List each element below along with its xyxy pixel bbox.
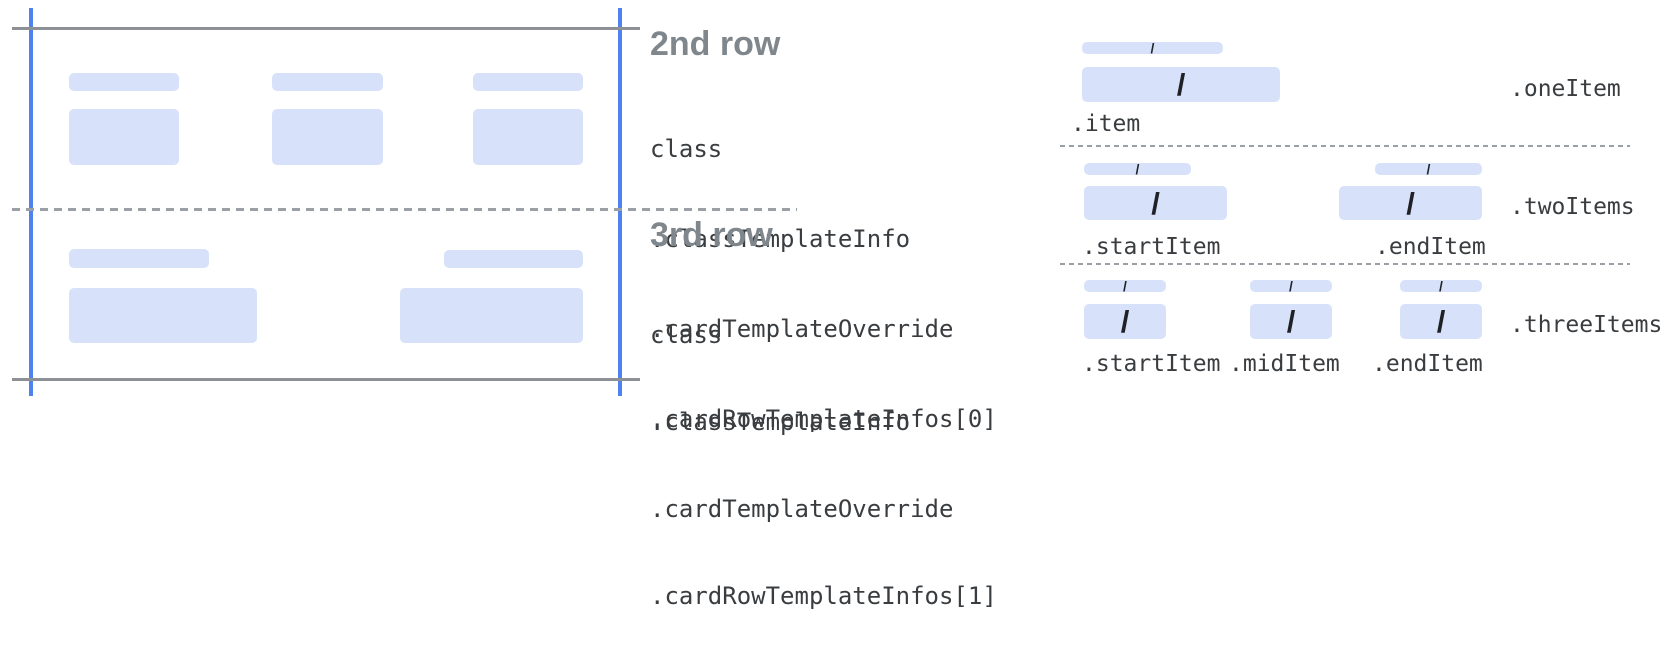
label-slash-placeholder: /: [1289, 278, 1293, 294]
one-item-value-bar: /: [1082, 67, 1280, 102]
two-items-start-value-bar: /: [1084, 186, 1227, 220]
value-slash-placeholder: /: [1406, 185, 1415, 221]
two-items-group-label: .twoItems: [1510, 194, 1635, 220]
row3-end-label-bar: [444, 250, 583, 268]
variant-separator-dashed-line: [1060, 263, 1630, 265]
label-slash-placeholder: /: [1123, 278, 1127, 294]
card-row-divider-dashed-line: [12, 208, 797, 211]
two-items-start-label: .startItem: [1082, 234, 1221, 260]
card-preview: [0, 0, 800, 412]
label-slash-placeholder: /: [1426, 161, 1431, 177]
row3-start-value-bar: [69, 288, 257, 343]
code-line: class: [650, 321, 723, 349]
item-variants-diagram: / / .item .oneItem / / / / .startItem .e…: [1020, 0, 1676, 412]
row2-col3-value-bar: [473, 109, 583, 165]
value-slash-placeholder: /: [1151, 185, 1160, 221]
three-items-mid-label-bar: /: [1250, 278, 1332, 294]
row2-col2-value-bar: [272, 109, 383, 165]
row2-col1-value-bar: [69, 109, 179, 165]
row2-col1-label-bar: [69, 73, 179, 91]
label-slash-placeholder: /: [1150, 40, 1155, 56]
code-line: .cardTemplateOverride: [650, 315, 954, 343]
three-items-group-label: .threeItems: [1510, 312, 1663, 338]
second-row-heading: 2nd row: [650, 25, 781, 63]
card-bottom-border-line: [12, 378, 640, 381]
one-item-field-label: .item: [1071, 111, 1141, 137]
code-line: .classTemplateInfo: [650, 408, 911, 436]
code-line: class: [650, 135, 723, 163]
two-items-end-label: .endItem: [1375, 234, 1486, 260]
value-slash-placeholder: /: [1176, 67, 1186, 102]
row2-col3-label-bar: [473, 73, 583, 91]
variant-separator-dashed-line: [1060, 145, 1630, 147]
one-item-label-bar: /: [1082, 40, 1223, 56]
row3-end-value-bar: [400, 288, 583, 343]
card-right-guide-line: [618, 8, 622, 396]
three-items-mid-label: .midItem: [1229, 351, 1340, 377]
one-item-group-label: .oneItem: [1510, 76, 1621, 102]
row3-start-label-bar: [69, 249, 209, 268]
three-items-mid-value-bar: /: [1250, 304, 1332, 339]
two-items-end-label-bar: /: [1375, 161, 1482, 177]
three-items-end-label: .endItem: [1372, 351, 1483, 377]
row-annotations: 2nd row class .classTemplateInfo .cardTe…: [640, 0, 1020, 610]
label-slash-placeholder: /: [1135, 161, 1140, 177]
card-left-guide-line: [29, 8, 33, 396]
three-items-start-value-bar: /: [1084, 304, 1166, 339]
card-top-border-line: [12, 27, 640, 30]
code-line: .cardRowTemplateInfos[1]: [650, 582, 997, 610]
two-items-start-label-bar: /: [1084, 161, 1191, 177]
third-row-class-path: class .classTemplateInfo .cardTemplateOv…: [650, 263, 997, 669]
three-items-start-label: .startItem: [1082, 351, 1221, 377]
code-line: .classTemplateInfo: [650, 225, 911, 253]
value-slash-placeholder: /: [1286, 304, 1296, 339]
value-slash-placeholder: /: [1120, 304, 1130, 339]
two-items-end-value-bar: /: [1339, 186, 1482, 220]
three-items-end-value-bar: /: [1400, 304, 1482, 339]
three-items-start-label-bar: /: [1084, 278, 1166, 294]
code-line: .cardTemplateOverride: [650, 495, 954, 523]
third-row-heading: 3rd row: [650, 216, 773, 254]
three-items-end-label-bar: /: [1400, 278, 1482, 294]
row2-col2-label-bar: [272, 73, 383, 91]
value-slash-placeholder: /: [1436, 304, 1446, 339]
label-slash-placeholder: /: [1439, 278, 1443, 294]
